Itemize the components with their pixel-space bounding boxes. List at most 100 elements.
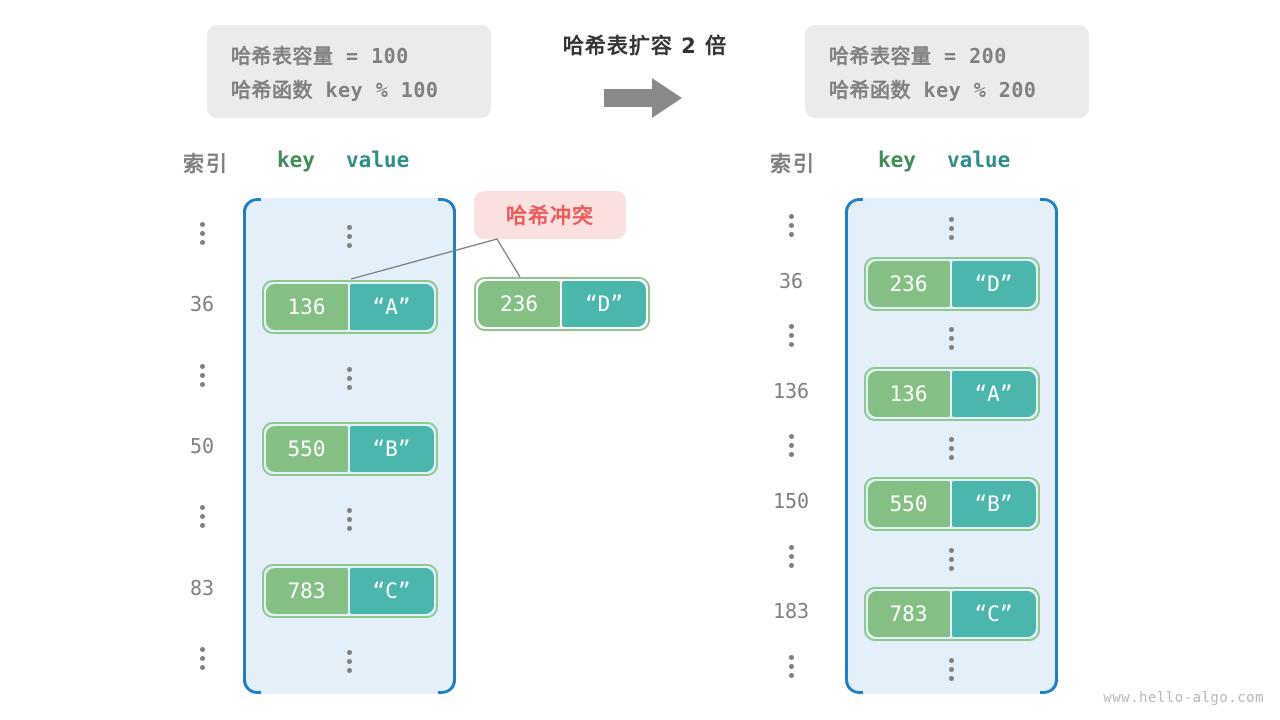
capacity-value-before: = 100 (346, 44, 409, 68)
right-kv-pair[interactable]: 236“D” (863, 256, 1040, 311)
right-slot[interactable]: 550“B” (848, 477, 1055, 532)
right-slot-ellipsis-icon (949, 437, 954, 461)
right-index-ellipsis-icon (788, 214, 794, 238)
right-header-index: 索引 (770, 152, 816, 176)
left-bucket-array: 136“A” 550“B” 783“C” (243, 198, 456, 694)
right-index-ellipsis-icon (788, 434, 794, 458)
right-slot[interactable]: 236“D” (848, 256, 1055, 311)
hash-collision-badge: 哈希冲突 (474, 191, 626, 239)
colliding-pair-value: “D” (562, 281, 646, 327)
left-index-ellipsis-icon (199, 363, 205, 387)
hashfunc-value-before: key % 100 (325, 78, 439, 102)
right-index-cell (751, 418, 831, 473)
left-index-cell (162, 481, 242, 552)
left-slot[interactable]: 136“A” (246, 272, 453, 343)
left-slot-ellipsis-icon (347, 224, 352, 248)
left-index-cell (162, 198, 242, 269)
right-kv-value: “D” (951, 260, 1036, 307)
right-kv-key: 236 (867, 260, 950, 307)
right-kv-key: 783 (867, 591, 950, 638)
left-header-key: key (277, 148, 315, 172)
right-index-cell (751, 529, 831, 584)
right-slot (848, 311, 1055, 366)
info-box-before: 哈希表容量 = 100 哈希函数 key % 100 (207, 25, 491, 118)
hashfunc-label-after: 哈希函数 (829, 78, 911, 102)
right-slot (848, 642, 1055, 697)
right-header-key: key (878, 148, 916, 172)
left-slot (246, 201, 453, 272)
left-index-cell (162, 623, 242, 694)
left-kv-value: “C” (349, 567, 434, 614)
right-slot[interactable]: 783“C” (848, 587, 1055, 642)
left-header-index: 索引 (183, 152, 229, 176)
capacity-line-before: 哈希表容量 = 100 (231, 39, 467, 73)
info-box-after: 哈希表容量 = 200 哈希函数 key % 200 (805, 25, 1089, 118)
capacity-line-after: 哈希表容量 = 200 (829, 39, 1065, 73)
left-index-ellipsis-icon (199, 505, 205, 529)
left-kv-value: “A” (349, 284, 434, 331)
left-kv-key: 550 (265, 425, 348, 472)
right-kv-key: 136 (867, 370, 950, 417)
right-kv-pair[interactable]: 550“B” (863, 477, 1040, 532)
right-slot-ellipsis-icon (949, 217, 954, 241)
right-header-value: value (947, 148, 1011, 172)
right-index-ellipsis-icon (788, 324, 794, 348)
watermark: www.hello-algo.com (1103, 690, 1264, 706)
right-kv-value: “A” (951, 370, 1036, 417)
right-index-ellipsis-icon (788, 654, 794, 678)
capacity-value-after: = 200 (944, 44, 1007, 68)
left-header-value: value (346, 148, 410, 172)
hashfunc-label-before: 哈希函数 (231, 78, 313, 102)
right-index-cell: 183 (772, 599, 810, 624)
right-kv-pair[interactable]: 783“C” (863, 587, 1040, 642)
right-slot-ellipsis-icon (949, 657, 954, 681)
right-slot-ellipsis-icon (949, 327, 954, 351)
right-kv-key: 550 (867, 481, 950, 528)
left-kv-key: 783 (265, 567, 348, 614)
right-slot (848, 421, 1055, 476)
right-index-cell (751, 198, 831, 253)
left-index-ellipsis-icon (199, 647, 205, 671)
left-kv-pair[interactable]: 136“A” (261, 280, 438, 335)
diagram-title: 哈希表扩容 2 倍 (562, 34, 728, 58)
left-index-cell: 36 (189, 292, 215, 317)
left-index-cell: 83 (189, 575, 215, 600)
left-slot (246, 484, 453, 555)
right-slot[interactable]: 136“A” (848, 366, 1055, 421)
right-slot (848, 532, 1055, 587)
right-slot-ellipsis-icon (949, 547, 954, 571)
right-index-cell: 36 (778, 268, 804, 293)
right-index-cell: 150 (772, 489, 810, 514)
colliding-pair[interactable]: 236 “D” (474, 277, 650, 331)
arrow-right-icon (604, 78, 682, 118)
left-kv-pair[interactable]: 783“C” (261, 563, 438, 618)
capacity-label-before: 哈希表容量 (231, 44, 334, 68)
right-index-cell (751, 308, 831, 363)
left-kv-pair[interactable]: 550“B” (261, 421, 438, 476)
left-index-cell (162, 340, 242, 411)
hashfunc-line-after: 哈希函数 key % 200 (829, 73, 1065, 107)
left-slot (246, 343, 453, 414)
left-kv-value: “B” (349, 425, 434, 472)
left-kv-key: 136 (265, 284, 348, 331)
hashfunc-value-after: key % 200 (923, 78, 1037, 102)
right-bucket-array: 236“D” 136“A” 550“B” 783“C” (845, 198, 1058, 694)
right-kv-value: “C” (951, 591, 1036, 638)
left-index-cell: 50 (189, 433, 215, 458)
left-slot-ellipsis-icon (347, 650, 352, 674)
right-index-ellipsis-icon (788, 544, 794, 568)
right-index-cell: 136 (772, 378, 810, 403)
left-slot[interactable]: 550“B” (246, 414, 453, 485)
right-kv-pair[interactable]: 136“A” (863, 366, 1040, 421)
left-index-ellipsis-icon (199, 221, 205, 245)
right-slot (848, 201, 1055, 256)
left-slot[interactable]: 783“C” (246, 555, 453, 626)
right-index-cell (751, 639, 831, 694)
left-slot-ellipsis-icon (347, 508, 352, 532)
hashfunc-line-before: 哈希函数 key % 100 (231, 73, 467, 107)
left-slot (246, 626, 453, 697)
left-slot-ellipsis-icon (347, 366, 352, 390)
colliding-pair-key: 236 (478, 281, 560, 327)
capacity-label-after: 哈希表容量 (829, 44, 932, 68)
